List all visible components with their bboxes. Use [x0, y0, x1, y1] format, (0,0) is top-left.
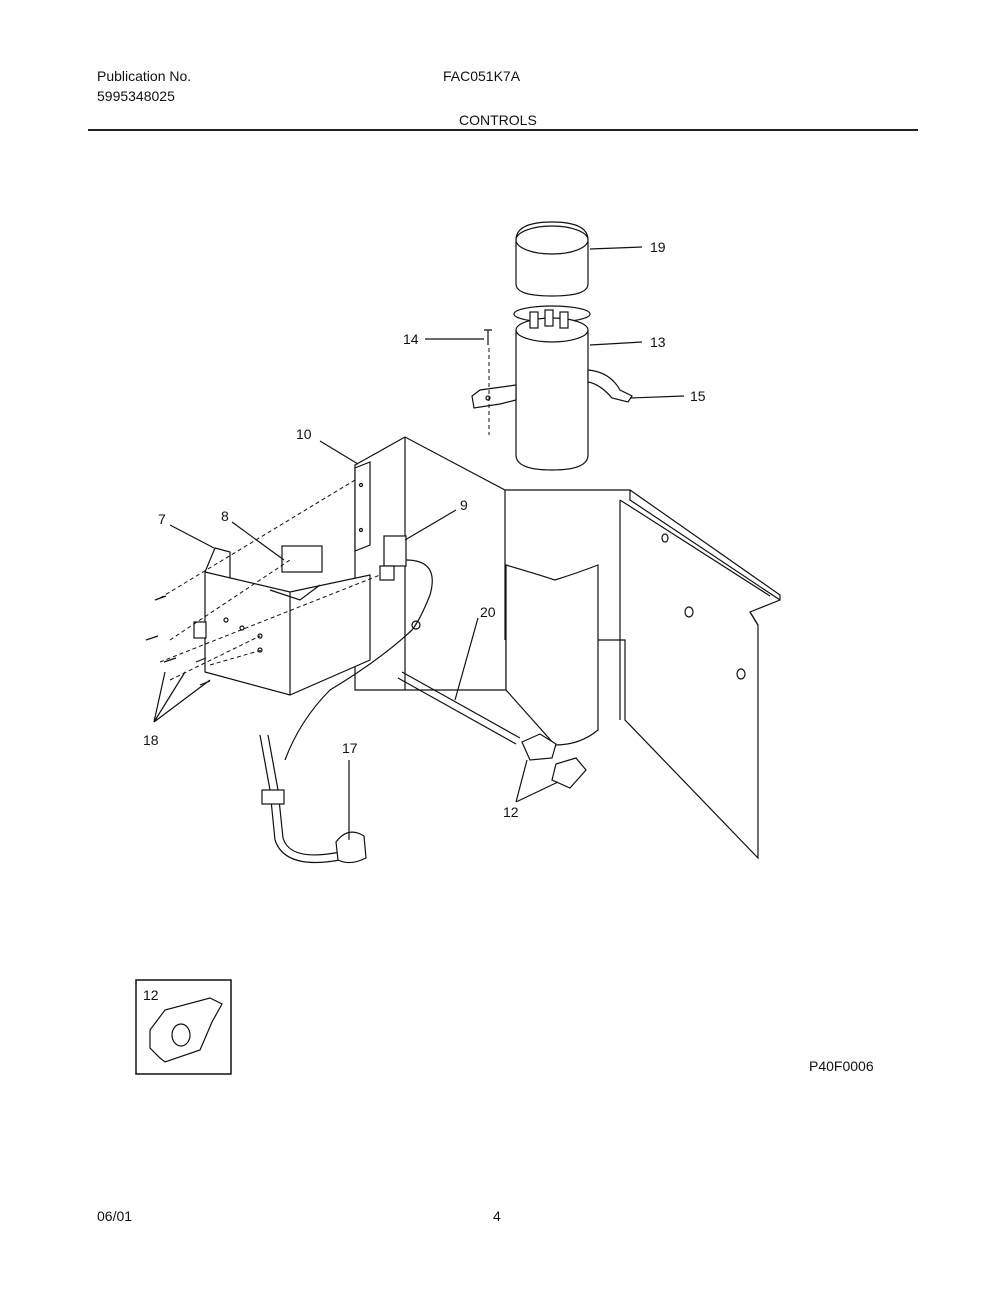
footer-date: 06/01 — [97, 1208, 133, 1224]
page-number: 4 — [493, 1208, 501, 1224]
callout-19: 19 — [650, 239, 666, 255]
callout-8: 8 — [221, 508, 229, 524]
capacitor-part — [471, 309, 633, 471]
model-number: FAC051K7A — [443, 68, 521, 84]
callout-17: 17 — [342, 740, 358, 756]
callout-15: 15 — [690, 388, 706, 404]
inset-callout-12: 12 — [143, 987, 159, 1003]
publication-number: 5995348025 — [97, 88, 175, 104]
power-cord-part — [259, 734, 367, 864]
publication-label: Publication No. — [97, 68, 192, 84]
thermistor-part — [397, 620, 587, 789]
callout-14: 14 — [403, 331, 419, 347]
control-panel-part — [354, 436, 781, 860]
callout-13: 13 — [650, 334, 666, 350]
callout-18: 18 — [143, 732, 159, 748]
capacitor-cover-part — [513, 221, 591, 323]
thermostat-switch-part — [284, 535, 433, 761]
inset-detail-box — [135, 979, 232, 1075]
bracket-part — [354, 461, 371, 552]
callout-20: 20 — [480, 604, 496, 620]
callout-10: 10 — [296, 426, 312, 442]
header-divider — [88, 129, 918, 131]
control-box-part — [193, 545, 371, 696]
figure-code: P40F0006 — [809, 1058, 874, 1074]
screws-18 — [145, 595, 211, 686]
callout-7: 7 — [158, 511, 166, 527]
screw-part — [484, 329, 492, 435]
callout-9: 9 — [460, 497, 468, 513]
section-title: CONTROLS — [459, 112, 537, 128]
callout-12: 12 — [503, 804, 519, 820]
